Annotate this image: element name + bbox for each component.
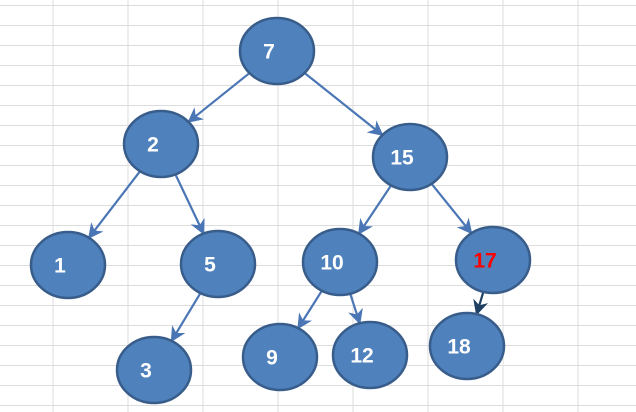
tree-node-2: 2 bbox=[122, 109, 200, 179]
edge-n2-to-n1 bbox=[87, 170, 141, 240]
node-circle bbox=[371, 122, 449, 192]
tree-node-9: 9 bbox=[241, 322, 319, 392]
node-label: 18 bbox=[447, 336, 471, 359]
edge-n10-to-n12 bbox=[348, 293, 363, 325]
tree-node-12: 12 bbox=[331, 320, 409, 390]
edge-n5-to-n3 bbox=[170, 292, 202, 343]
edge-n17-to-n18 bbox=[473, 291, 489, 316]
node-circle bbox=[115, 335, 193, 405]
tree-node-3: 3 bbox=[115, 335, 193, 405]
edge-n15-to-n10 bbox=[357, 184, 393, 235]
edge-n7-to-n2 bbox=[187, 72, 251, 123]
node-label: 9 bbox=[266, 347, 278, 370]
node-label: 17 bbox=[473, 250, 496, 273]
node-circle bbox=[122, 109, 200, 179]
node-circle bbox=[238, 16, 316, 86]
node-circle bbox=[179, 229, 257, 299]
tree-node-5: 5 bbox=[179, 229, 257, 299]
node-circle bbox=[241, 322, 319, 392]
node-circle bbox=[454, 225, 532, 295]
tree-node-17: 17 bbox=[454, 225, 532, 295]
edge-n10-to-n9 bbox=[297, 290, 323, 330]
tree-node-10: 10 bbox=[301, 227, 379, 297]
node-circle bbox=[29, 230, 107, 300]
node-label: 1 bbox=[54, 255, 66, 278]
node-circle bbox=[331, 320, 409, 390]
edge-n7-to-n15 bbox=[303, 72, 384, 136]
tree-node-18: 18 bbox=[428, 311, 506, 381]
tree-edges bbox=[87, 72, 489, 343]
node-label: 7 bbox=[263, 41, 275, 64]
node-label: 3 bbox=[140, 360, 152, 383]
node-label: 10 bbox=[320, 252, 343, 275]
tree-node-7: 7 bbox=[238, 16, 316, 86]
node-circle bbox=[301, 227, 379, 297]
edge-n15-to-n17 bbox=[430, 183, 473, 235]
node-label: 2 bbox=[147, 134, 159, 157]
node-label: 12 bbox=[350, 345, 373, 368]
node-circle bbox=[428, 311, 506, 381]
tree-node-1: 1 bbox=[29, 230, 107, 300]
tree-node-15: 15 bbox=[371, 122, 449, 192]
node-label: 5 bbox=[204, 254, 216, 277]
node-label: 15 bbox=[390, 147, 414, 170]
edge-n2-to-n5 bbox=[174, 173, 205, 236]
